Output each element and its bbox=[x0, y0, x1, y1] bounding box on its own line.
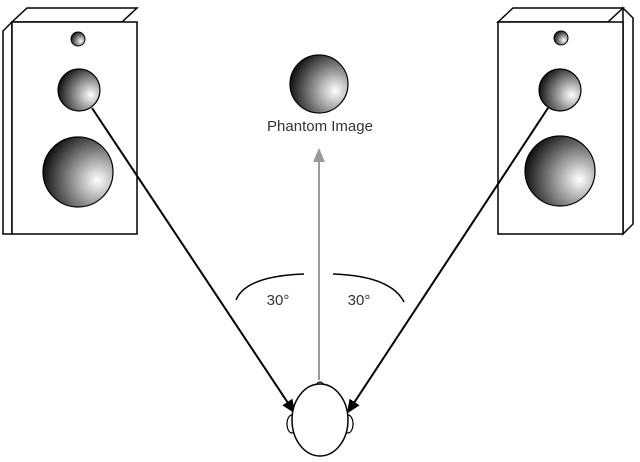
right-sound-path-arrow bbox=[346, 107, 549, 414]
right-speaker-tweeter bbox=[538, 68, 582, 112]
right-speaker-woofer bbox=[524, 135, 596, 207]
left-speaker-top-face bbox=[10, 7, 139, 23]
left-angle-label: 30° bbox=[267, 292, 290, 309]
phantom-image-sphere bbox=[289, 54, 349, 114]
right-speaker bbox=[496, 6, 634, 236]
right-angle-label: 30° bbox=[348, 292, 371, 309]
listener-head-outline bbox=[291, 383, 349, 457]
left-angle-arc bbox=[235, 273, 305, 301]
right-speaker-side-face bbox=[622, 6, 634, 236]
left-speaker-indicator bbox=[70, 31, 86, 47]
right-speaker-indicator bbox=[553, 30, 569, 46]
right-speaker-top-face bbox=[496, 7, 625, 23]
listener-nose bbox=[315, 381, 325, 386]
left-speaker-woofer bbox=[42, 136, 114, 208]
left-speaker-tweeter bbox=[57, 68, 101, 112]
left-speaker bbox=[2, 7, 139, 235]
left-sound-path-arrow bbox=[91, 107, 296, 414]
left-speaker-side-face bbox=[2, 20, 13, 235]
listener-head bbox=[286, 381, 354, 457]
phantom-image-label: Phantom Image bbox=[267, 118, 373, 135]
right-angle-arc bbox=[332, 273, 405, 303]
